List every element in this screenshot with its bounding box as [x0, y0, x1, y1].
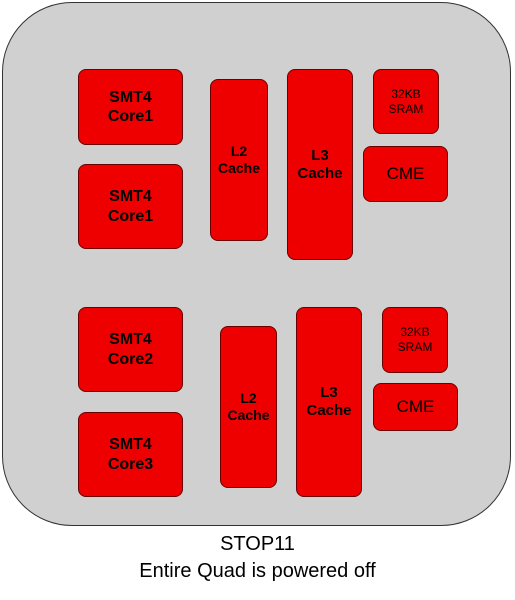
lower-sram-block: 32KB SRAM — [382, 307, 448, 373]
lower-l2-cache-block: L2 Cache — [220, 326, 277, 488]
lower-core-a-block: SMT4 Core2 — [78, 307, 183, 392]
upper-core-b-block: SMT4 Core1 — [78, 164, 183, 249]
upper-l2-cache-block: L2 Cache — [210, 79, 268, 241]
quad-chiplet: SMT4 Core1 SMT4 Core1 L2 Cache L3 Cache … — [2, 2, 511, 526]
lower-core-b-block: SMT4 Core3 — [78, 412, 183, 497]
caption-description: Entire Quad is powered off — [139, 560, 376, 582]
lower-l3-cache-block: L3 Cache — [296, 307, 362, 497]
upper-sram-block: 32KB SRAM — [373, 69, 439, 134]
upper-cme-block: CME — [363, 146, 448, 202]
upper-l3-cache-block: L3 Cache — [287, 69, 353, 260]
upper-core-a-block: SMT4 Core1 — [78, 69, 183, 145]
lower-cme-block: CME — [373, 383, 458, 431]
caption-state: STOP11 — [220, 533, 295, 555]
